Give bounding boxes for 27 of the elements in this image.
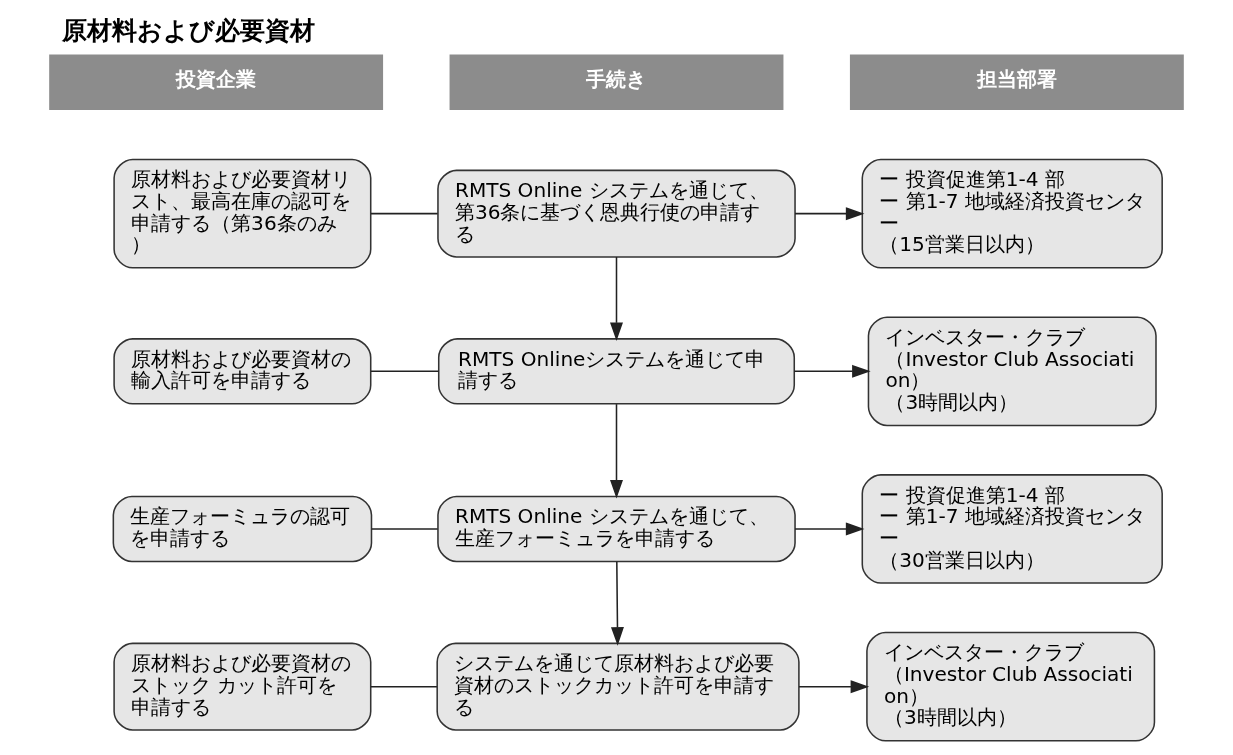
node-box: RMTS Onlineシステムを通じて申請する — [437, 338, 796, 405]
node-box: システムを通じて原材料および必要資材のストックカット許可を申請する — [436, 642, 800, 731]
label: 担当部署 — [976, 66, 1057, 91]
arrow — [610, 256, 623, 342]
node-box: インベスター・クラブ （Investor Club Association） （3時間以内） — [866, 631, 1156, 742]
arrow — [793, 364, 871, 378]
label: 手続き — [585, 66, 646, 91]
arrow — [794, 207, 865, 221]
label: 投資企業 — [175, 66, 256, 91]
node-box: RMTS Online システムを通じて、第36条に基づく恩典行使の申請する — [437, 169, 796, 258]
connector — [370, 370, 440, 373]
node-box: 原材料および必要資材のストック カット許可を申請する — [113, 642, 372, 731]
arrow — [610, 403, 623, 499]
arrow — [798, 680, 870, 694]
node-box: ー 投資促進第1-4 部 ー 第1-7 地域経済投資センター （15営業日以内） — [861, 158, 1163, 269]
connector — [370, 528, 439, 530]
arrow — [794, 522, 865, 536]
node-box: 原材料および必要資材リスト、最高在庫の認可を申請する（第36条のみ） — [113, 158, 372, 269]
node-box: インベスター・クラブ （Investor Club Association） （3時間以内） — [867, 316, 1157, 427]
connector — [370, 685, 438, 688]
node-box: RMTS Online システムを通じて、生産フォーミュラを申請する — [437, 495, 796, 563]
arrow — [610, 561, 624, 646]
node-box: ー 投資促進第1-4 部 ー 第1-7 地域経済投資センター （30営業日以内） — [861, 474, 1163, 584]
node-box: 原材料および必要資材の輸入許可を申請する — [113, 338, 372, 405]
diagram-title: 原材料および必要資材 — [61, 15, 315, 45]
connector — [370, 212, 439, 215]
node-box: 生産フォーミュラの認可を申請する — [112, 495, 373, 563]
